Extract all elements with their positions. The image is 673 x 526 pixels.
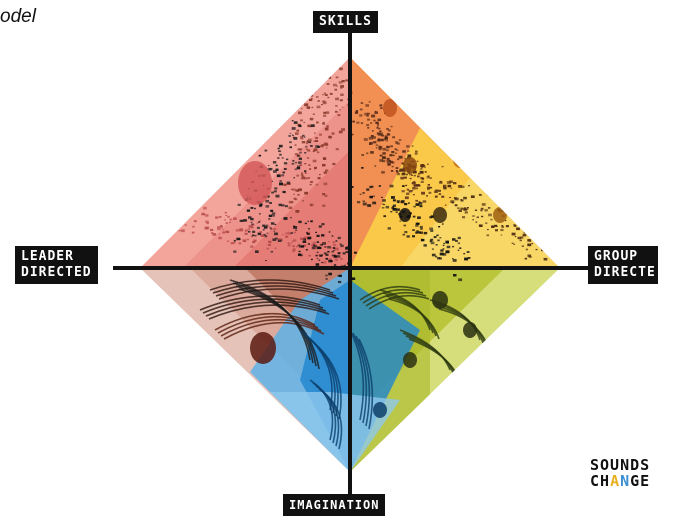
diagram-title-fragment: odel xyxy=(0,6,36,27)
sounds-of-change-logo: SOUNDS CHANGE xyxy=(590,456,651,490)
quadrant-fills xyxy=(140,57,560,472)
axis-label-imagination: IMAGINATION xyxy=(283,494,386,516)
axis-label-leader-directed: LEADER DIRECTED xyxy=(15,246,98,284)
texture-dots xyxy=(156,61,548,284)
axis-label-group-directed: GROUP DIRECTE xyxy=(588,246,658,284)
axis-label-skills: SKILLS xyxy=(313,11,378,33)
